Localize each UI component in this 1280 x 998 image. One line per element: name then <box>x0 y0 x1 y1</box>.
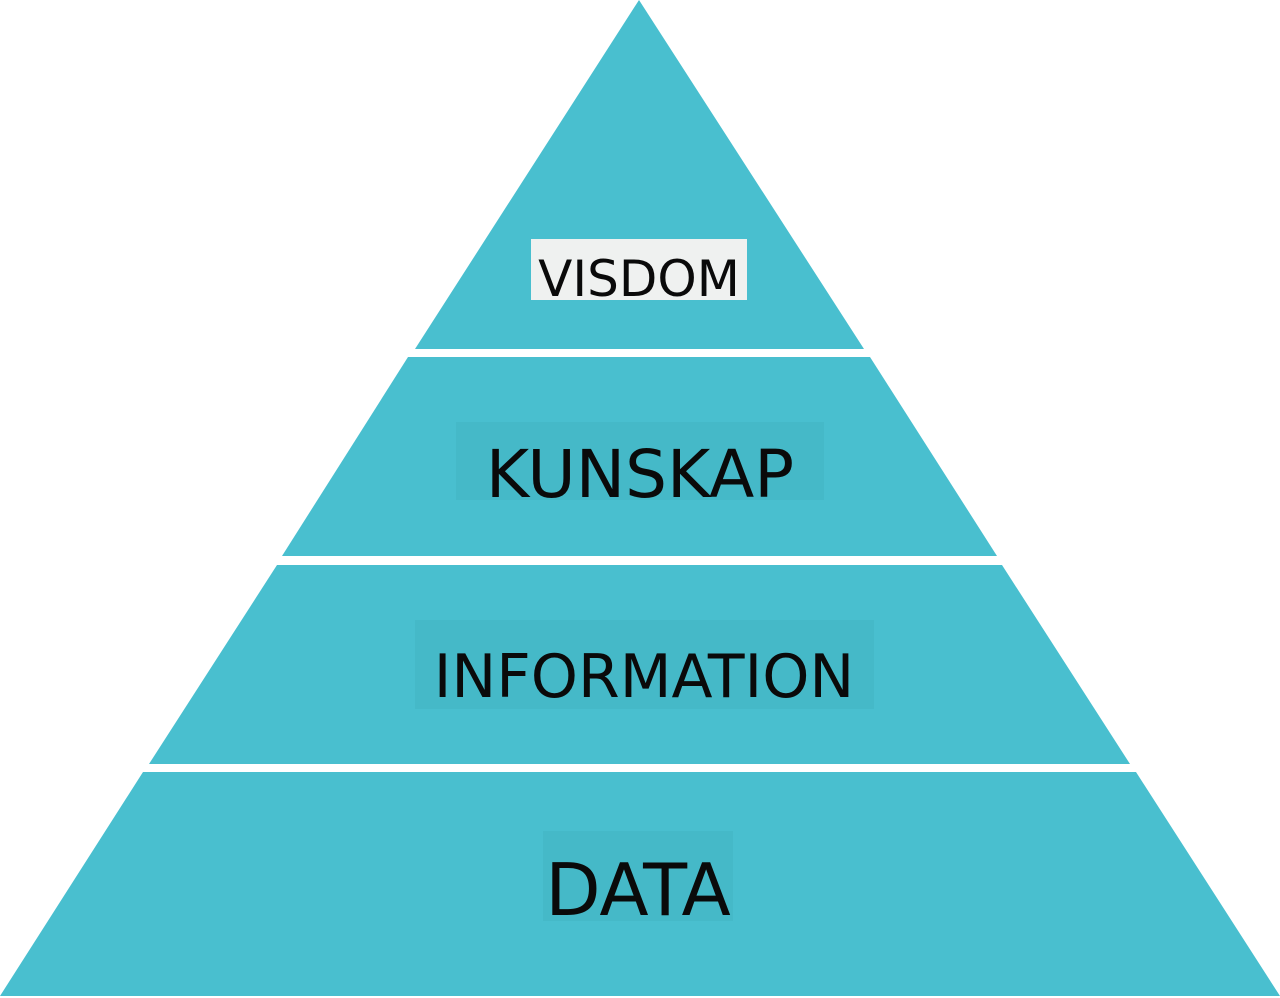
pyramid-level-kunskap: KUNSKAP <box>282 357 997 556</box>
label-background-data <box>543 831 733 921</box>
label-background-visdom <box>531 239 747 300</box>
level-label-information: INFORMATION <box>434 642 855 712</box>
label-background-information <box>415 620 874 709</box>
pyramid-level-visdom: VISDOM <box>415 0 864 349</box>
label-background-kunskap <box>456 422 824 500</box>
level-label-kunskap: KUNSKAP <box>486 436 794 513</box>
pyramid-segment-visdom <box>415 0 864 349</box>
level-label-visdom: VISDOM <box>538 250 740 308</box>
level-label-data: DATA <box>545 848 730 932</box>
pyramid-level-data: DATA <box>0 772 1280 996</box>
pyramid-level-information: INFORMATION <box>149 565 1130 764</box>
